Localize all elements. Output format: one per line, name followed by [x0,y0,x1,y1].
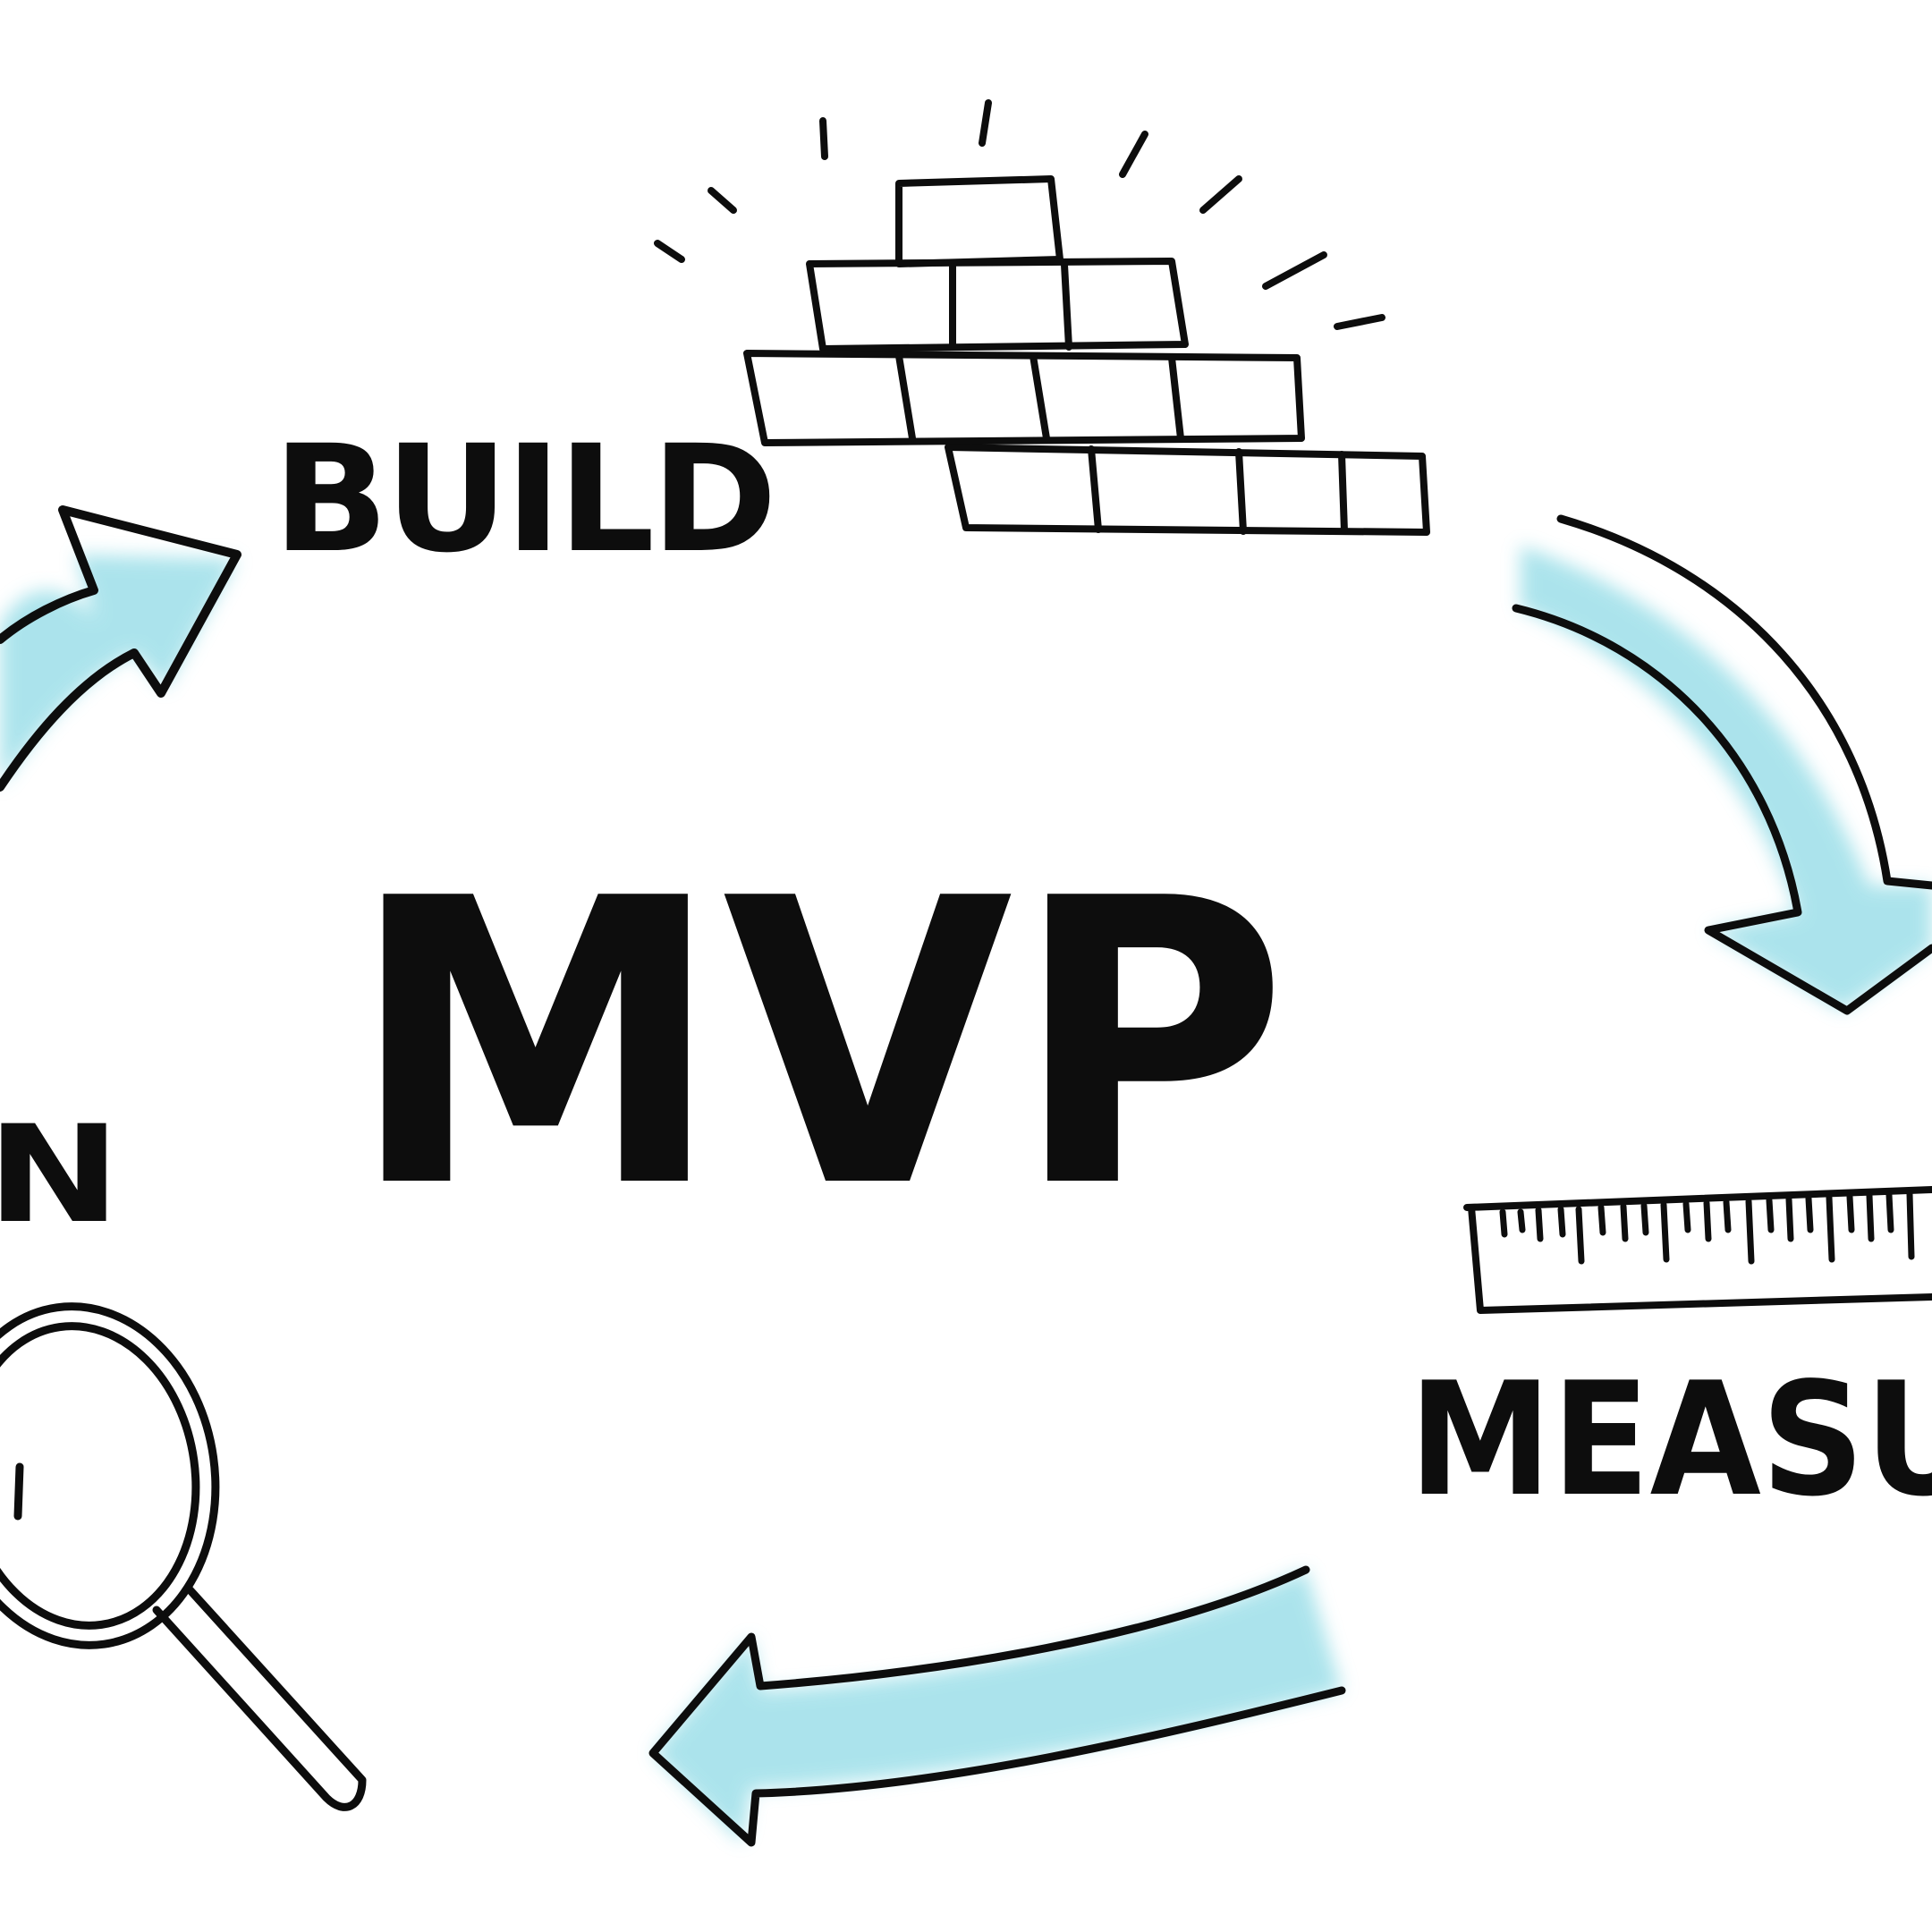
stage-label-build: BUILD [273,413,774,585]
cycle-arrow-build-to-measure [1512,514,1932,1015]
magnifier-icon [0,1302,367,1811]
center-label-mvp: MVP [349,816,1288,1274]
ruler-icon [1463,1186,1932,1314]
bricks-icon [654,99,1430,536]
stage-label-measure: MEASU [1409,1350,1932,1531]
stage-label-learn: N [0,1097,121,1253]
cycle-arrow-measure-to-learn [648,1565,1346,1847]
cycle-arrow-learn-to-build [0,505,242,792]
